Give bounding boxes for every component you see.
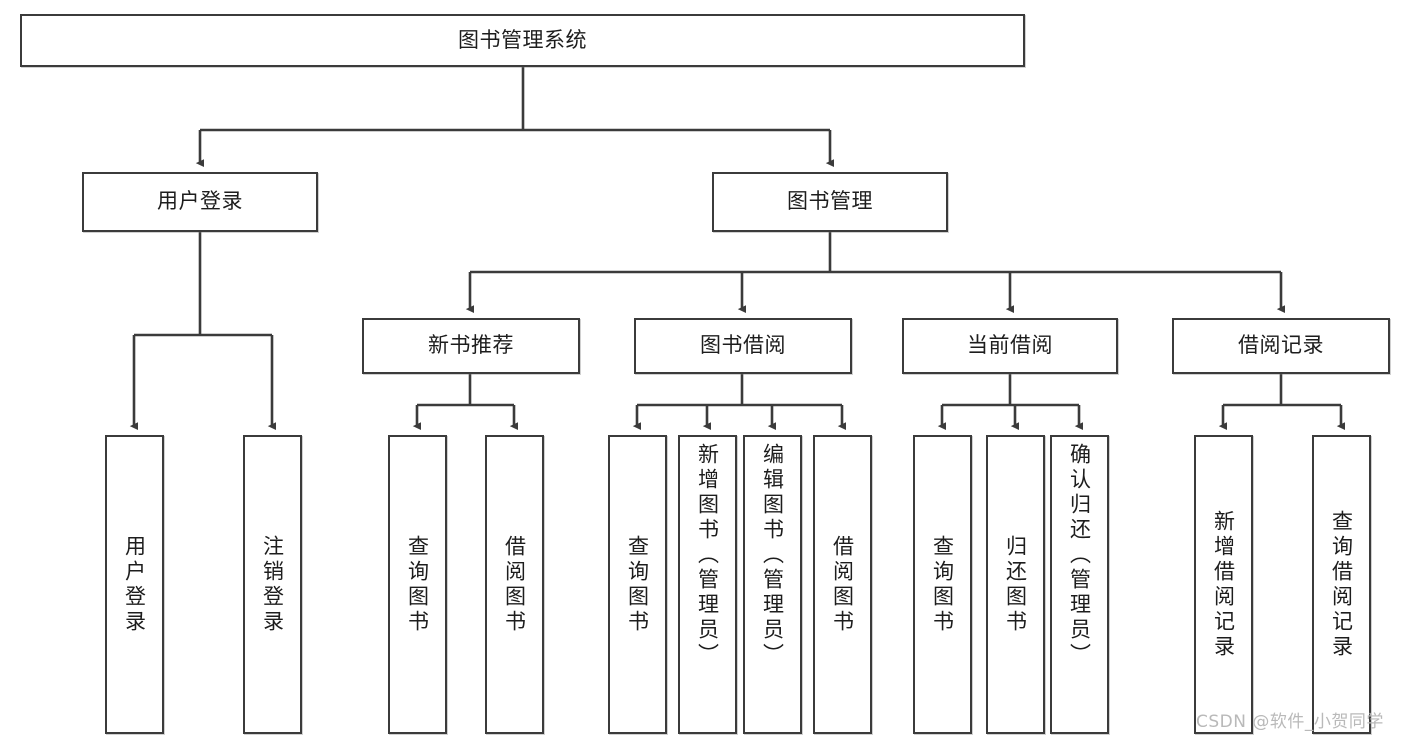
node-leaf-logout-label: 注销登录 (260, 534, 285, 635)
leaf-inner: 新增图书（管理员） (680, 437, 735, 738)
node-leaf-query-book-2-label: 查询图书 (625, 534, 650, 635)
node-leaf-return-book-label: 归还图书 (1003, 534, 1028, 635)
node-leaf-query-book-1[interactable]: 查询图书 (388, 435, 447, 734)
node-book-borrow-label: 图书借阅 (700, 333, 786, 358)
node-leaf-borrow-book-2[interactable]: 借阅图书 (813, 435, 872, 734)
node-borrow-record-label: 借阅记录 (1238, 333, 1324, 358)
node-user-login[interactable]: 用户登录 (82, 172, 318, 232)
node-leaf-logout[interactable]: 注销登录 (243, 435, 302, 734)
node-leaf-edit-book[interactable]: 编辑图书（管理员） (743, 435, 802, 734)
node-leaf-confirm-return[interactable]: 确认归还（管理员） (1050, 435, 1109, 734)
node-current-borrow[interactable]: 当前借阅 (902, 318, 1118, 374)
leaf-inner: 用户登录 (107, 437, 162, 732)
node-leaf-query-book-3-label: 查询图书 (930, 534, 955, 635)
node-leaf-return-book[interactable]: 归还图书 (986, 435, 1045, 734)
node-book-manage-label: 图书管理 (787, 189, 873, 214)
node-book-manage[interactable]: 图书管理 (712, 172, 948, 232)
leaf-inner: 查询图书 (610, 437, 665, 732)
node-leaf-borrow-book-2-label: 借阅图书 (830, 534, 855, 635)
node-leaf-add-book[interactable]: 新增图书（管理员） (678, 435, 737, 734)
leaf-inner: 确认归还（管理员） (1052, 437, 1107, 738)
leaf-inner: 借阅图书 (815, 437, 870, 732)
leaf-inner: 查询图书 (390, 437, 445, 732)
node-borrow-record[interactable]: 借阅记录 (1172, 318, 1390, 374)
leaf-inner: 注销登录 (245, 437, 300, 732)
node-user-login-label: 用户登录 (157, 189, 243, 214)
node-leaf-add-record-label: 新增借阅记录 (1211, 509, 1236, 660)
leaf-inner: 借阅图书 (487, 437, 542, 732)
node-leaf-query-book-1-label: 查询图书 (405, 534, 430, 635)
node-new-book-recommend[interactable]: 新书推荐 (362, 318, 580, 374)
node-leaf-query-record[interactable]: 查询借阅记录 (1312, 435, 1371, 734)
node-leaf-confirm-return-label: 确认归还（管理员） (1067, 443, 1092, 668)
node-book-borrow[interactable]: 图书借阅 (634, 318, 852, 374)
csdn-watermark: CSDN @软件_小贺同学 (1196, 712, 1384, 732)
node-leaf-query-book-3[interactable]: 查询图书 (913, 435, 972, 734)
leaf-inner: 查询图书 (915, 437, 970, 732)
node-leaf-borrow-book-1[interactable]: 借阅图书 (485, 435, 544, 734)
node-leaf-user-login-label: 用户登录 (122, 534, 147, 635)
node-leaf-user-login[interactable]: 用户登录 (105, 435, 164, 734)
node-leaf-borrow-book-1-label: 借阅图书 (502, 534, 527, 635)
node-root-label: 图书管理系统 (458, 27, 587, 52)
node-leaf-query-book-2[interactable]: 查询图书 (608, 435, 667, 734)
leaf-inner: 归还图书 (988, 437, 1043, 732)
node-leaf-edit-book-label: 编辑图书（管理员） (760, 443, 785, 668)
leaf-inner: 编辑图书（管理员） (745, 437, 800, 738)
leaf-inner: 新增借阅记录 (1196, 437, 1251, 732)
node-leaf-add-record[interactable]: 新增借阅记录 (1194, 435, 1253, 734)
node-leaf-add-book-label: 新增图书（管理员） (695, 443, 720, 668)
leaf-inner: 查询借阅记录 (1314, 437, 1369, 732)
node-root[interactable]: 图书管理系统 (20, 14, 1025, 67)
node-new-book-recommend-label: 新书推荐 (428, 333, 514, 358)
node-current-borrow-label: 当前借阅 (967, 333, 1053, 358)
node-leaf-query-record-label: 查询借阅记录 (1329, 509, 1354, 660)
